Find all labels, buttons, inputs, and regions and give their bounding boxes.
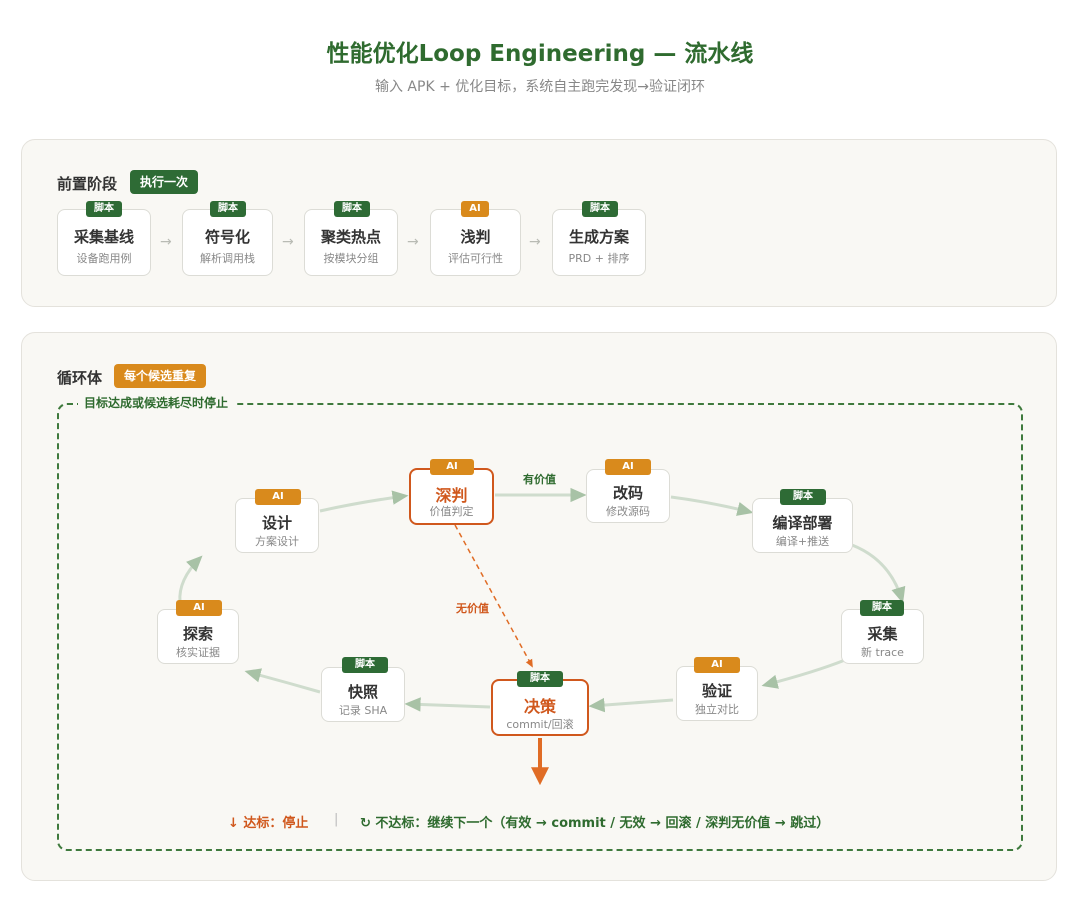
edge-label-not-valuable: 无价值 [456, 602, 489, 615]
loop-boundary [57, 403, 1023, 851]
node-title: 设计 [261, 514, 292, 532]
script-tag: 脚本 [210, 201, 246, 217]
pre-stage-badge: 执行一次 [130, 170, 199, 194]
footer-separator: | [334, 812, 339, 827]
node-modify-code: 改码 修改源码 [586, 469, 670, 523]
node-subtitle: 新 trace [861, 646, 904, 659]
step-symbolize: 符号化 解析调用栈 [182, 209, 273, 276]
node-collect: 采集 新 trace [841, 609, 924, 664]
ai-tag: AI [605, 459, 651, 475]
footer-stop: ↓ 达标：停止 [228, 816, 309, 831]
node-title: 深判 [435, 486, 468, 505]
node-snapshot: 快照 记录 SHA [321, 667, 405, 722]
page-subtitle: 输入 APK + 优化目标，系统自主跑完发现→验证闭环 [374, 79, 705, 95]
arrow-right-icon: → [160, 234, 172, 250]
step-subtitle: 解析调用栈 [200, 252, 255, 265]
step-cluster: 聚类热点 按模块分组 [304, 209, 398, 276]
node-subtitle: 修改源码 [606, 505, 650, 518]
loop-badge: 每个候选重复 [114, 364, 207, 388]
arrow-right-icon: → [529, 234, 541, 250]
arrow-right-icon: → [407, 234, 419, 250]
script-tag: 脚本 [342, 657, 388, 673]
script-tag: 脚本 [334, 201, 370, 217]
edge-label-valuable: 有价值 [523, 473, 556, 486]
node-subtitle: 方案设计 [255, 535, 299, 548]
script-tag: 脚本 [860, 600, 904, 616]
step-title: 生成方案 [568, 228, 629, 246]
node-title: 决策 [523, 697, 556, 716]
script-tag: 脚本 [86, 201, 122, 217]
loop-title: 循环体 [57, 369, 103, 387]
node-title: 快照 [347, 683, 378, 701]
step-subtitle: 设备跑用例 [76, 252, 132, 265]
ai-tag: AI [461, 201, 489, 217]
node-explore: 探索 核实证据 [157, 609, 239, 664]
node-verify: 验证 独立对比 [676, 666, 758, 721]
step-title: 符号化 [204, 228, 250, 246]
ai-tag: AI [430, 459, 474, 475]
ai-tag: AI [176, 600, 222, 616]
node-subtitle: 记录 SHA [338, 704, 388, 717]
step-generate-plan: 生成方案 PRD + 排序 [552, 209, 646, 276]
node-decide: 决策 commit/回滚 [491, 679, 589, 736]
node-title: 采集 [867, 625, 898, 643]
step-subtitle: PRD + 排序 [568, 252, 630, 265]
step-title: 浅判 [460, 228, 491, 246]
ai-tag: AI [255, 489, 301, 505]
script-tag: 脚本 [517, 671, 563, 687]
node-subtitle: 独立对比 [695, 703, 739, 716]
node-subtitle: 价值判定 [429, 505, 474, 518]
script-tag: 脚本 [582, 201, 618, 217]
script-tag: 脚本 [780, 489, 826, 505]
pre-stage-title: 前置阶段 [57, 175, 118, 193]
stop-condition-label: 目标达成或候选耗尽时停止 [78, 394, 235, 411]
step-title: 聚类热点 [320, 228, 381, 246]
step-quick-judge: 浅判 评估可行性 [430, 209, 521, 276]
step-title: 采集基线 [73, 228, 134, 246]
node-subtitle: 编译+推送 [775, 535, 830, 548]
ai-tag: AI [694, 657, 740, 673]
node-title: 探索 [182, 625, 213, 643]
step-subtitle: 按模块分组 [323, 252, 379, 265]
node-title: 改码 [612, 484, 643, 502]
arrow-right-icon: → [282, 234, 294, 250]
step-subtitle: 评估可行性 [448, 252, 503, 265]
node-title: 编译部署 [772, 514, 833, 532]
node-build-deploy: 编译部署 编译+推送 [752, 498, 853, 553]
node-title: 验证 [701, 682, 732, 700]
node-subtitle: commit/回滚 [506, 718, 574, 731]
footer-continue: ↻ 不达标：继续下一个（有效 → commit / 无效 → 回滚 / 深判无价… [360, 816, 830, 831]
step-baseline: 采集基线 设备跑用例 [57, 209, 151, 276]
node-subtitle: 核实证据 [176, 646, 220, 659]
node-deep-judge: 深判 价值判定 [409, 468, 494, 525]
page-title: 性能优化Loop Engineering — 流水线 [326, 41, 754, 67]
node-design: 设计 方案设计 [235, 498, 319, 553]
